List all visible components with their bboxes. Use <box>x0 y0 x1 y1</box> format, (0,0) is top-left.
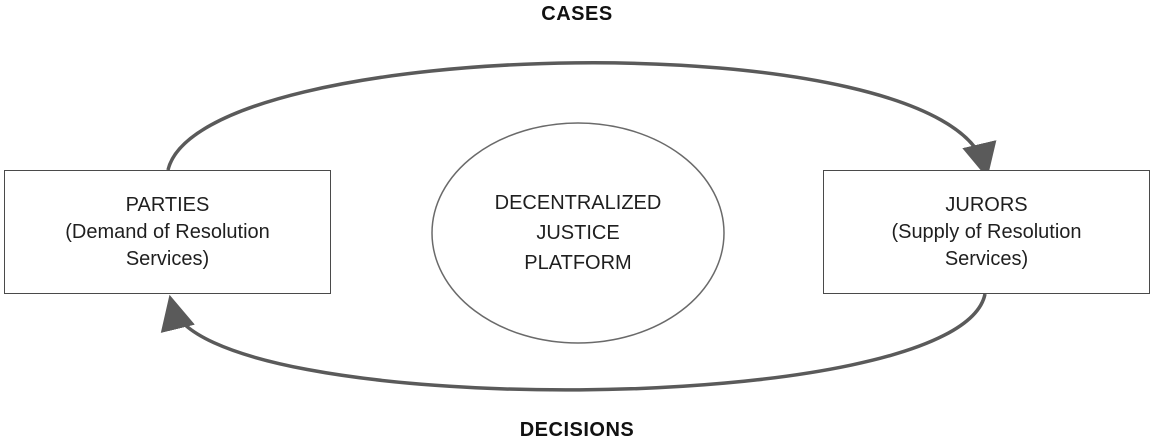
cases-arrow <box>166 61 997 179</box>
parties-description-line2: Services) <box>125 247 210 270</box>
jurors-title: JURORS <box>945 193 1028 216</box>
parties-title: PARTIES <box>125 193 210 216</box>
decisions-label: DECISIONS <box>519 419 635 441</box>
jurors-description-line1: (Supply of Resolution <box>891 220 1082 243</box>
parties-description-line1: (Demand of Resolution <box>65 220 270 243</box>
cases-label: CASES <box>541 3 613 25</box>
jurors-node: JURORS (Supply of Resolution Services) <box>823 170 1150 294</box>
platform-line3: PLATFORM <box>524 252 632 274</box>
decisions-arrow <box>160 293 987 392</box>
platform-circle <box>431 122 725 344</box>
parties-node: PARTIES (Demand of Resolution Services) <box>4 170 331 294</box>
platform-node: DECENTRALIZED JUSTICE PLATFORM <box>432 123 724 343</box>
jurors-description-line2: Services) <box>944 247 1029 270</box>
platform-line2: JUSTICE <box>536 222 620 244</box>
platform-line1: DECENTRALIZED <box>494 192 662 214</box>
